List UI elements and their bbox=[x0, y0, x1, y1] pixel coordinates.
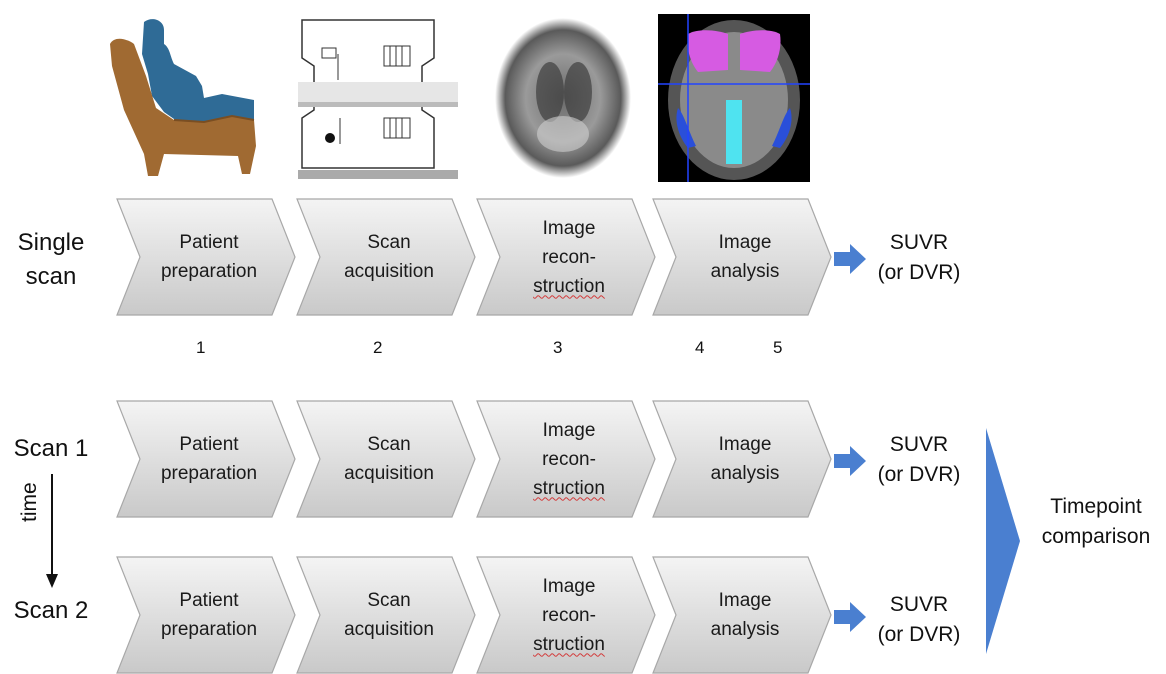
result-suvr-row2: SUVR (or DVR) bbox=[877, 433, 961, 486]
time-arrow bbox=[46, 474, 58, 588]
patient-in-chair-illustration bbox=[104, 14, 264, 182]
pet-scanner-illustration bbox=[298, 18, 458, 182]
analysis-brain-image bbox=[658, 14, 810, 182]
result-arrow-row2 bbox=[834, 446, 866, 476]
result-arrow-row1 bbox=[834, 244, 866, 274]
timepoint-comparison-arrow bbox=[986, 428, 1020, 654]
timepoint-comparison-label: Timepoint comparison bbox=[1041, 495, 1151, 548]
row-label-single-scan: Single scan bbox=[17, 229, 85, 290]
step-number-3: 3 bbox=[553, 338, 563, 357]
step-number-2: 2 bbox=[373, 338, 383, 357]
step-number-1: 1 bbox=[196, 338, 206, 357]
result-arrow-row3 bbox=[834, 602, 866, 632]
result-suvr-row3: SUVR (or DVR) bbox=[877, 593, 961, 646]
row-label-scan-2: Scan 2 bbox=[13, 597, 89, 624]
step-number-4: 4 bbox=[695, 338, 705, 357]
result-suvr-row1: SUVR (or DVR) bbox=[877, 231, 961, 284]
time-label: time bbox=[18, 482, 41, 522]
reconstructed-brain-image bbox=[490, 14, 636, 182]
row-label-scan-1: Scan 1 bbox=[13, 435, 89, 462]
step-number-5: 5 bbox=[773, 338, 783, 357]
